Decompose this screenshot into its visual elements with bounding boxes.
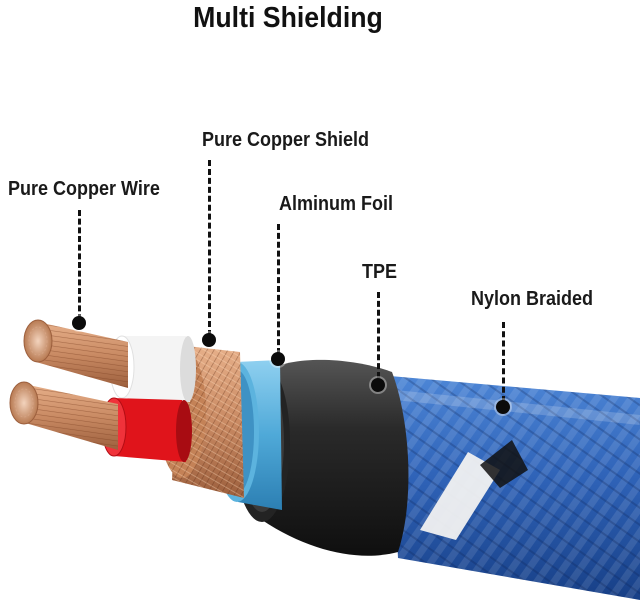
callout-dot-aluminum-foil bbox=[271, 352, 285, 366]
red-conductor bbox=[9, 381, 192, 462]
callout-dot-pure-copper-wire bbox=[72, 316, 86, 330]
callout-label-pure-copper-shield: Pure Copper Shield bbox=[202, 129, 370, 151]
callout-label-aluminum-foil: Alminum Foil bbox=[279, 193, 394, 215]
leader-line-pure-copper-shield bbox=[208, 160, 211, 336]
callout-dot-tpe bbox=[371, 378, 385, 392]
leader-line-pure-copper-wire bbox=[78, 210, 81, 320]
callout-label-pure-copper-wire: Pure Copper Wire bbox=[8, 178, 160, 200]
callout-label-tpe: TPE bbox=[362, 261, 398, 283]
leader-line-nylon-braided bbox=[502, 322, 505, 402]
callout-dot-pure-copper-shield bbox=[202, 333, 216, 347]
nylon-braid-jacket bbox=[390, 376, 640, 600]
white-conductor bbox=[23, 319, 196, 402]
leader-line-aluminum-foil bbox=[277, 224, 280, 354]
callout-dot-nylon-braided bbox=[496, 400, 510, 414]
diagram-title: Multi Shielding bbox=[193, 2, 383, 34]
callout-label-nylon-braided: Nylon Braided bbox=[471, 288, 594, 310]
leader-line-tpe bbox=[377, 292, 380, 378]
